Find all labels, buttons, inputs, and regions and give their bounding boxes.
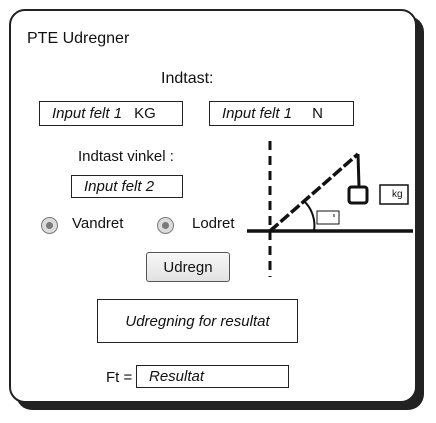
incline-diagram bbox=[247, 141, 413, 277]
weight-unit-label: kg bbox=[392, 189, 403, 200]
angle-arc bbox=[303, 200, 316, 232]
calculation-output-text: Udregning for resultat bbox=[125, 312, 270, 330]
force-input-value: Input felt 1 bbox=[222, 105, 293, 122]
calculation-output: Udregning for resultat bbox=[97, 299, 298, 343]
weight-unit-box bbox=[379, 184, 409, 205]
window-title: PTE Udregner bbox=[27, 30, 130, 47]
force-input[interactable]: Input felt 1 N bbox=[209, 101, 354, 126]
mass-unit-label: KG bbox=[134, 105, 156, 122]
radio-lodret-dot bbox=[162, 222, 169, 229]
mass-input-value: Input felt 1 bbox=[52, 105, 123, 122]
weight-string bbox=[356, 153, 361, 188]
angle-value-box bbox=[316, 210, 340, 225]
result-field: Resultat bbox=[136, 365, 289, 388]
app-window: PTE Udregner Indtast: Input felt 1 KG In… bbox=[9, 9, 417, 403]
calculate-button[interactable]: Udregn bbox=[146, 252, 230, 282]
angle-input-value: Input felt 2 bbox=[84, 178, 155, 195]
input-heading: Indtast: bbox=[161, 70, 214, 87]
radio-lodret-label: Lodret bbox=[192, 215, 235, 232]
angle-label: Indtast vinkel : bbox=[78, 148, 174, 165]
radio-vandret[interactable] bbox=[41, 217, 58, 234]
mass-input[interactable]: Input felt 1 KG bbox=[39, 101, 183, 126]
incline-line bbox=[268, 152, 360, 233]
result-label: Ft = bbox=[106, 369, 133, 386]
radio-lodret[interactable] bbox=[157, 217, 174, 234]
result-value: Resultat bbox=[149, 368, 205, 385]
hanging-weight bbox=[347, 185, 369, 205]
radio-vandret-dot bbox=[46, 222, 53, 229]
force-unit-label: N bbox=[312, 105, 323, 122]
radio-vandret-label: Vandret bbox=[72, 215, 124, 232]
angle-input[interactable]: Input felt 2 bbox=[71, 175, 183, 198]
